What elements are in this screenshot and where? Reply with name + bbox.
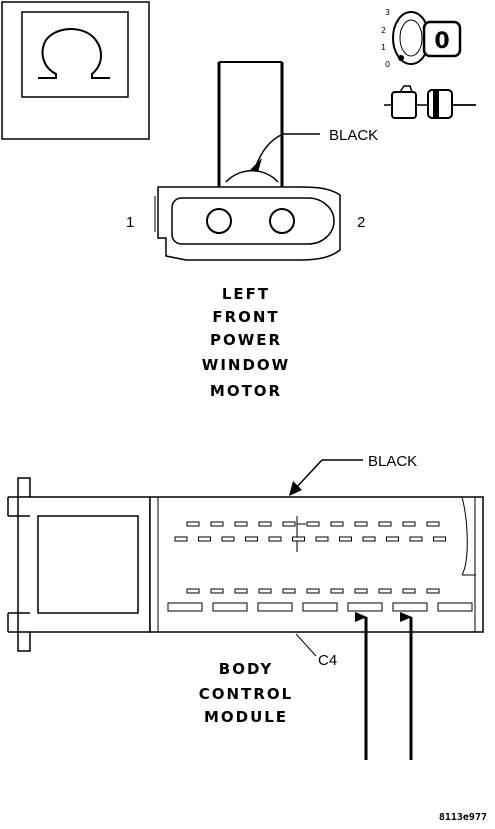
cavity-slot — [167, 602, 203, 612]
bottom-probe-leads — [355, 612, 413, 760]
figure-code: 8113e977 — [439, 812, 487, 823]
cavity-slot — [392, 602, 428, 612]
cavity-slot — [426, 588, 440, 594]
ignition-key-label: 0 — [434, 29, 449, 54]
motor-name-label: LEFT FRONT POWER WINDOW MOTOR — [202, 285, 290, 400]
cavity-slot — [330, 588, 344, 594]
cavity-slot — [292, 536, 305, 542]
cavity-slot — [362, 536, 376, 542]
cavity-slot — [282, 521, 296, 527]
cavity-slot — [354, 588, 368, 594]
cavity-slot — [433, 536, 446, 542]
svg-text:MOTOR: MOTOR — [210, 382, 282, 400]
cavity-slot — [198, 536, 211, 542]
svg-text:FRONT: FRONT — [212, 308, 279, 326]
cavity-slot — [437, 602, 473, 612]
connector-icon — [384, 85, 476, 119]
ignition-position-2: 2 — [381, 26, 386, 35]
top-color-callout: BLACK — [250, 127, 378, 172]
cavity-slot — [315, 536, 329, 542]
cavity-slot — [330, 521, 344, 527]
cavity-slot — [257, 602, 293, 612]
cavity-slot — [258, 588, 272, 594]
cavity-slot — [268, 536, 282, 542]
cavity-slot — [210, 588, 224, 594]
cavity-slot — [306, 588, 320, 594]
ignition-switch-icon: 3 2 1 0 0 — [381, 8, 462, 69]
bottom-color-label: BLACK — [368, 453, 417, 470]
connector-id-callout: C4 — [295, 633, 337, 669]
ignition-position-3: 3 — [385, 8, 390, 17]
cavity-slot — [339, 536, 352, 542]
cavity-slot — [234, 521, 248, 527]
motor-connector: 1 2 — [126, 170, 365, 261]
cavity-slot — [234, 588, 248, 594]
cavity-slot — [258, 521, 272, 527]
bcm-cavities — [167, 521, 473, 612]
ohm-symbol-icon — [1, 1, 150, 140]
cavity-slot — [282, 588, 296, 594]
svg-text:CONTROL: CONTROL — [199, 685, 293, 703]
svg-text:POWER: POWER — [210, 331, 282, 349]
svg-text:MODULE: MODULE — [204, 708, 288, 726]
cavity-slot — [386, 536, 399, 542]
cavity-slot — [186, 521, 200, 527]
cavity-slot — [426, 521, 440, 527]
cavity-slot — [210, 521, 224, 527]
svg-text:LEFT: LEFT — [222, 285, 270, 303]
top-probe-leads — [217, 61, 293, 208]
svg-text:WINDOW: WINDOW — [202, 356, 290, 374]
cavity-slot — [302, 602, 338, 612]
cavity-slot — [378, 521, 392, 527]
module-name-label: BODY CONTROL MODULE — [199, 660, 293, 726]
cavity-slot — [186, 588, 200, 594]
pin-label-2: 2 — [357, 214, 365, 231]
cavity-slot — [354, 521, 368, 527]
cavity-slot — [212, 602, 248, 612]
cavity-slot — [409, 536, 423, 542]
top-color-label: BLACK — [329, 127, 378, 144]
ignition-position-0: 0 — [385, 60, 390, 69]
pin-label-1: 1 — [126, 214, 134, 231]
cavity-slot — [347, 602, 383, 612]
bottom-color-callout: BLACK — [289, 453, 417, 496]
cavity-slot — [378, 588, 392, 594]
cavity-slot — [402, 588, 416, 594]
cavity-slot — [221, 536, 235, 542]
svg-text:BODY: BODY — [219, 660, 273, 678]
cavity-slot — [245, 536, 258, 542]
cavity-slot — [174, 536, 188, 542]
cavity-slot — [402, 521, 416, 527]
ignition-position-1: 1 — [381, 43, 386, 52]
cavity-slot — [306, 521, 320, 527]
connector-id-label: C4 — [318, 652, 337, 669]
